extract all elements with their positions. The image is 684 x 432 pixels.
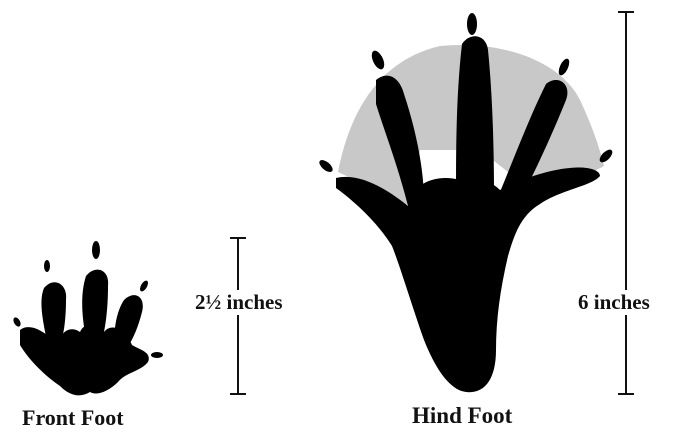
hind-claw-1 xyxy=(369,49,387,71)
front-claw-2 xyxy=(92,241,100,259)
hind-palm xyxy=(336,167,600,392)
front-scale-bar xyxy=(230,238,246,394)
front-claw-3 xyxy=(138,279,149,292)
front-toe-3 xyxy=(114,295,143,352)
front-foot-caption: Front Foot xyxy=(22,405,124,431)
hind-scale-bar xyxy=(618,12,634,394)
front-foot-measurement: 2½ inches xyxy=(195,290,283,315)
hind-claw-4 xyxy=(317,158,334,174)
hind-claw-2 xyxy=(467,13,477,35)
front-claw-5 xyxy=(151,352,163,358)
front-claw-1 xyxy=(44,260,50,272)
front-foot-print xyxy=(12,241,163,395)
front-claw-4 xyxy=(12,316,22,328)
hind-toe-2 xyxy=(456,36,494,196)
hind-foot-measurement: 6 inches xyxy=(578,290,650,315)
hind-foot-print xyxy=(317,13,614,392)
hind-claw-3 xyxy=(557,57,572,77)
front-toe-2 xyxy=(82,270,108,340)
hind-foot-caption: Hind Foot xyxy=(412,403,512,429)
